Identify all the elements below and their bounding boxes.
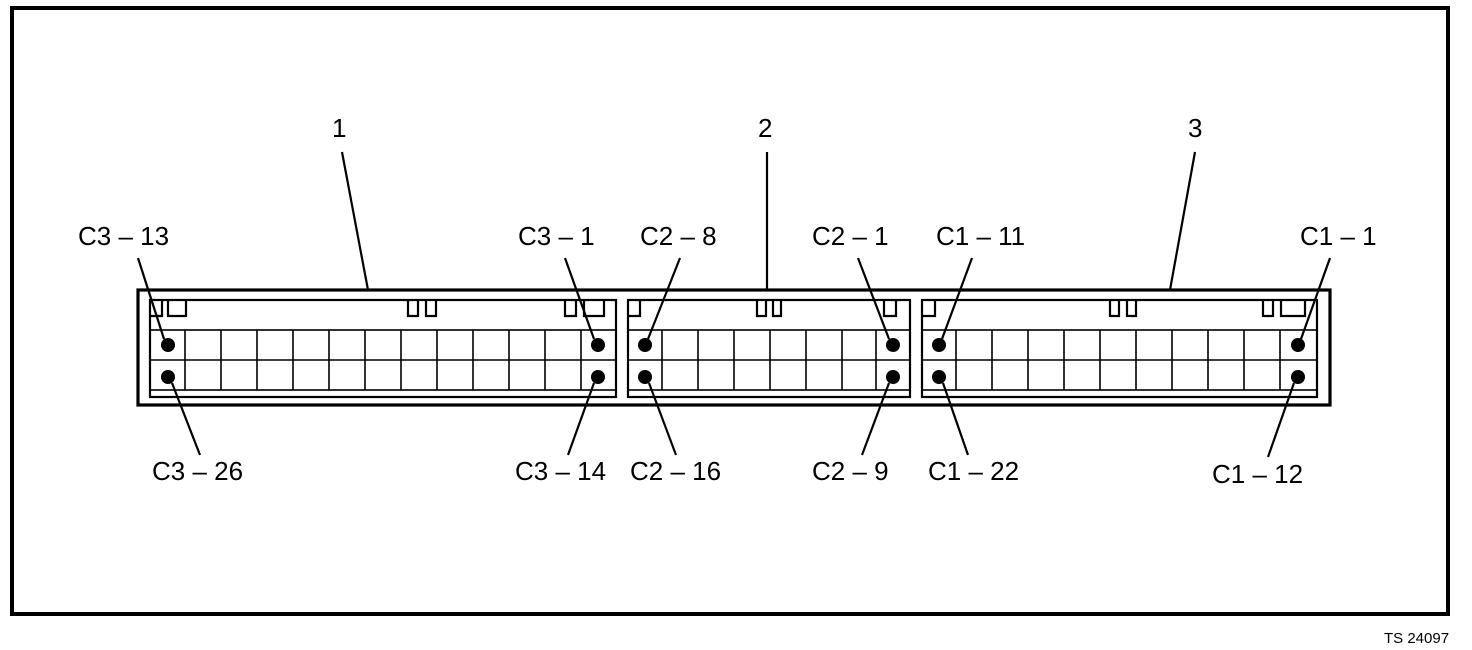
pin-c1-1: [1291, 338, 1305, 352]
connector-2-pin-grid: [627, 329, 911, 391]
pin-c1-12: [1291, 370, 1305, 384]
pin-c2-9: [886, 370, 900, 384]
leader-c3-13: [136, 257, 166, 340]
connector-1: [148, 298, 618, 399]
leader-c3-1: [563, 257, 596, 340]
connector-1-body: [148, 298, 618, 399]
pin-c3-1: [591, 338, 605, 352]
callout-1-leader: [340, 151, 370, 291]
leader-c2-16: [647, 382, 678, 456]
connector-housing: [136, 288, 1332, 407]
connector-1-pin-grid: [149, 329, 617, 391]
connector-1-key-profile: [150, 300, 606, 318]
pin-c2-1: [886, 338, 900, 352]
label-c3-26: C3 – 26: [152, 456, 243, 486]
leader-c2-8: [646, 257, 682, 340]
pin-c2-16: [638, 370, 652, 384]
connector-3-key-profile: [922, 300, 1307, 318]
figure-reference: TS 24097: [1384, 630, 1449, 647]
label-c2-1: C2 – 1: [812, 221, 889, 251]
label-c2-16: C2 – 16: [630, 456, 721, 486]
leader-c3-14: [566, 382, 596, 456]
leader-c2-9: [860, 382, 891, 456]
callout-1: 1: [332, 113, 346, 143]
connector-2-key-profile: [628, 300, 898, 318]
callout-3: 3: [1188, 113, 1202, 143]
connector-2: [626, 298, 912, 399]
leader-c2-1: [856, 257, 891, 340]
label-c2-8: C2 – 8: [640, 221, 717, 251]
leader-c1-1: [1299, 257, 1332, 340]
figure-frame: [10, 6, 1450, 616]
leader-c1-11: [940, 257, 974, 340]
connector-3-pin-grid: [921, 329, 1318, 391]
pin-c1-22: [932, 370, 946, 384]
callout-2: 2: [758, 113, 772, 143]
leader-c1-12: [1266, 382, 1296, 458]
label-c3-13: C3 – 13: [78, 221, 169, 251]
leader-c3-26: [170, 382, 202, 456]
pin-c2-8: [638, 338, 652, 352]
connector-3: [920, 298, 1319, 399]
label-c1-22: C1 – 22: [928, 456, 1019, 486]
pin-c3-14: [591, 370, 605, 384]
label-c3-14: C3 – 14: [515, 456, 606, 486]
label-c1-1: C1 – 1: [1300, 221, 1377, 251]
label-c1-12: C1 – 12: [1212, 459, 1303, 489]
pin-c3-26: [161, 370, 175, 384]
callout-3-leader: [1168, 151, 1197, 291]
pin-c1-11: [932, 338, 946, 352]
label-c1-11: C1 – 11: [936, 221, 1025, 251]
pin-c3-13: [161, 338, 175, 352]
label-c3-1: C3 – 1: [518, 221, 595, 251]
leader-c1-22: [941, 382, 970, 456]
connector-2-body: [626, 298, 912, 399]
label-c2-9: C2 – 9: [812, 456, 889, 486]
